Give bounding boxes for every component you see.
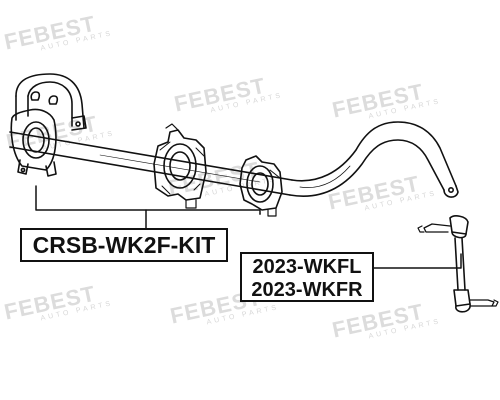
link-part-number-label: 2023-WKFL 2023-WKFR [240, 252, 374, 302]
stabilizer-link [417, 215, 499, 313]
middle-bushing [153, 123, 207, 209]
stabilizer-bar [9, 121, 459, 198]
right-bushing [239, 155, 283, 217]
left-bushing-bracket [10, 73, 87, 177]
leader-lines [35, 185, 462, 269]
link-part-number-left: 2023-WKFL [252, 256, 362, 278]
kit-part-number-label: CRSB-WK2F-KIT [20, 228, 228, 262]
link-part-number-right: 2023-WKFR [251, 279, 363, 301]
